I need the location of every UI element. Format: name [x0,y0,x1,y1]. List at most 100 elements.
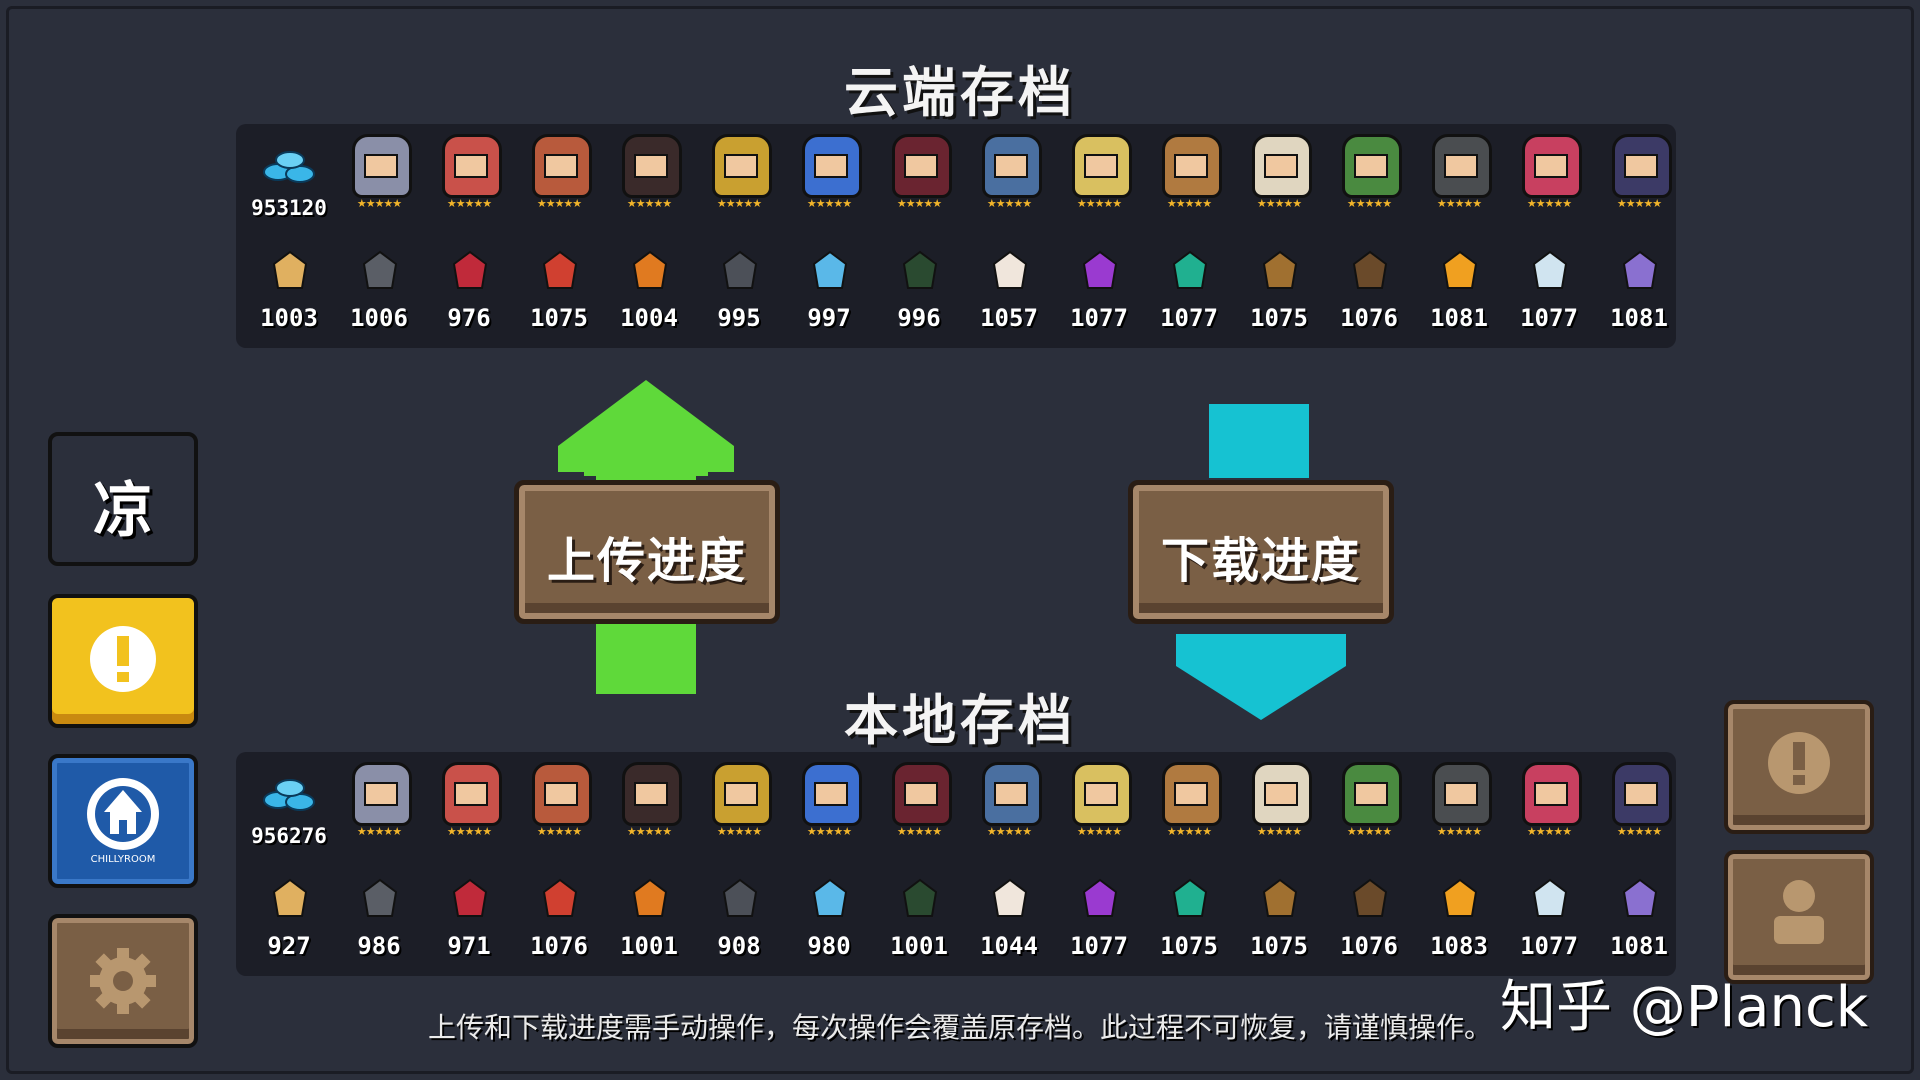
material-count: 1075 [1160,932,1218,960]
hero-face [364,154,398,178]
cloud-hero-row: 953120★★★★★★★★★★★★★★★★★★★★★★★★★★★★★★★★★★… [236,124,1676,236]
hero-cell: ★★★★★ [604,124,694,236]
material-cell: 1001 [604,864,694,976]
info-button[interactable] [1724,700,1874,834]
hero-face [1084,154,1118,178]
hero-face [1354,154,1388,178]
material-cell: 1057 [964,236,1054,348]
engineer-icon [712,762,772,826]
hero-cell: ★★★★★ [874,124,964,236]
upload-progress-button[interactable]: 上传进度 [514,480,780,624]
material-count: 1077 [1070,932,1128,960]
material-cell: 1077 [1054,864,1144,976]
red-leaf-icon [452,878,488,917]
hero-face [724,154,758,178]
material-cell: 971 [424,864,514,976]
pinecone-icon [1262,878,1298,917]
material-count: 1004 [620,304,678,332]
hero-face [994,154,1028,178]
hero-stars: ★★★★★ [1616,197,1662,210]
language-button[interactable]: 凉 [48,432,198,566]
hero-stars: ★★★★★ [986,197,1032,210]
material-count: 1044 [980,932,1038,960]
hero-stars: ★★★★★ [1076,825,1122,838]
hero-face [1354,782,1388,806]
material-cell: 1077 [1144,236,1234,348]
settings-button[interactable] [48,914,198,1048]
material-cell: 1003 [244,236,334,348]
hero-stars: ★★★★★ [626,825,672,838]
purple-crystal-icon [1082,250,1118,289]
hero-cell: ★★★★★ [694,124,784,236]
hero-cell: ★★★★★ [784,752,874,864]
flour-sack-icon [992,250,1028,289]
chip-card-icon [542,878,578,917]
material-cell: 1077 [1054,236,1144,348]
material-count: 1003 [260,304,318,332]
stone-icon [722,250,758,289]
purple-crystal-icon [1082,878,1118,917]
hero-face [1534,154,1568,178]
flour-sack-icon [992,878,1028,917]
gem-coins-icon [263,779,315,811]
hero-face [634,782,668,806]
hero-cell: ★★★★★ [424,752,514,864]
hero-cell: ★★★★★ [784,124,874,236]
user-icon [1774,880,1824,944]
dark-star-icon [1622,878,1658,917]
material-cell: 1006 [334,236,424,348]
hero-face [1624,782,1658,806]
hero-cell: ★★★★★ [1054,752,1144,864]
hero-face [1264,782,1298,806]
chillyroom-button[interactable]: CHILLYROOM [48,754,198,888]
local-hero-row: 956276★★★★★★★★★★★★★★★★★★★★★★★★★★★★★★★★★★… [236,752,1676,864]
local-save-panel: 956276★★★★★★★★★★★★★★★★★★★★★★★★★★★★★★★★★★… [236,752,1676,976]
hero-cell: ★★★★★ [964,124,1054,236]
gear-icon [90,948,156,1014]
hero-stars: ★★★★★ [536,197,582,210]
hero-cell: ★★★★★ [1324,124,1414,236]
hero-stars: ★★★★★ [626,197,672,210]
language-button-label: 凉 [93,476,153,546]
material-cell: 1075 [1144,864,1234,976]
hero-stars: ★★★★★ [446,825,492,838]
hero-face [364,782,398,806]
hero-cell: ★★★★★ [1054,124,1144,236]
material-cell: 1004 [604,236,694,348]
hero-stars: ★★★★★ [716,197,762,210]
material-cell: 1081 [1594,864,1684,976]
svg-text:CHILLYROOM: CHILLYROOM [91,854,156,865]
stone-icon [722,878,758,917]
hero-face [454,154,488,178]
hero-cell: ★★★★★ [1414,124,1504,236]
material-count: 1075 [1250,304,1308,332]
material-cell: 908 [694,864,784,976]
watermark: 知乎 @Planck [1500,975,1869,1040]
hero-face [1444,782,1478,806]
hero-face [1264,154,1298,178]
hero-face [904,154,938,178]
dark-star-icon [1622,250,1658,289]
material-count: 908 [717,932,761,960]
ice-crystal-icon [812,878,848,917]
hero-cell: ★★★★★ [604,752,694,864]
green-crystal-icon [1172,878,1208,917]
material-count: 976 [447,304,491,332]
material-cell: 1075 [1234,236,1324,348]
material-count: 1081 [1430,304,1488,332]
feather-icon [1532,878,1568,917]
material-cell: 1081 [1594,236,1684,348]
notice-button[interactable] [48,594,198,728]
hero-face [454,782,488,806]
material-count: 1081 [1610,304,1668,332]
hero-stars: ★★★★★ [716,825,762,838]
material-cell: 1076 [1324,236,1414,348]
material-cell: 1075 [1234,864,1324,976]
material-cell: 1001 [874,864,964,976]
account-button[interactable] [1724,850,1874,984]
gear-icon [362,250,398,289]
hero-cell: ★★★★★ [514,124,604,236]
hero-cell: ★★★★★ [1234,752,1324,864]
download-progress-button[interactable]: 下载进度 [1128,480,1394,624]
